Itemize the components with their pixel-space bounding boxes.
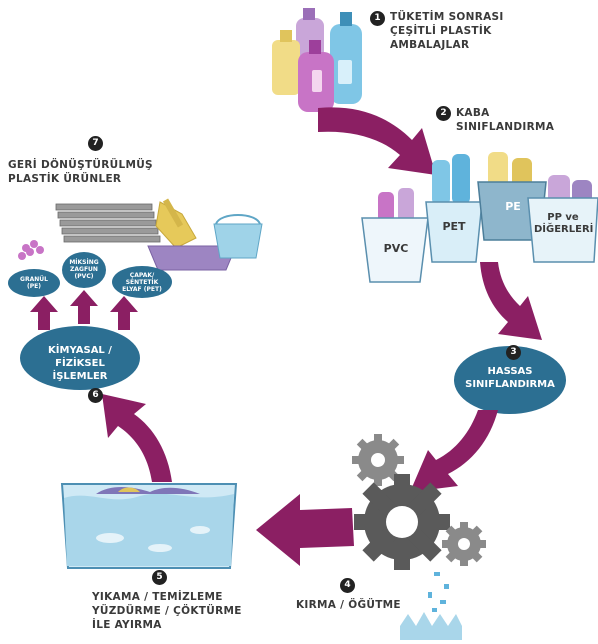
output-arrows <box>30 290 138 330</box>
step-7-number: 7 <box>88 136 103 151</box>
bin-label-pvc: PVC <box>383 242 409 255</box>
flake-fiber-badge <box>112 266 172 298</box>
arrow-4-to-5 <box>256 494 354 566</box>
step-1-number: 1 <box>370 11 385 26</box>
step-1-label: TÜKETİM SONRASI ÇEŞİTLİ PLASTİK AMBALAJL… <box>390 11 504 51</box>
sorting-bins <box>361 152 598 283</box>
step-4-label: KIRMA / ÖĞÜTME <box>296 599 401 611</box>
step-3-number: 3 <box>506 345 521 360</box>
step-2-label: KABA SINIFLANDIRMA <box>456 107 555 133</box>
arrow-2-to-3 <box>480 262 542 340</box>
step-2-number: 2 <box>436 106 451 121</box>
step-7-label: GERİ DÖNÜŞTÜRÜLMÜŞ PLASTİK ÜRÜNLER <box>8 159 153 185</box>
step-3-label: HASSAS SINIFLANDIRMA <box>465 366 555 390</box>
step-6-number: 6 <box>88 388 103 403</box>
wash-basin <box>60 483 238 569</box>
arrow-1-to-2 <box>318 107 436 175</box>
gears-illustration <box>352 434 486 640</box>
arrow-3-to-4 <box>410 410 498 492</box>
step-6-label: KİMYASAL / FİZİKSEL İŞLEMLER <box>48 345 112 382</box>
step-5-number: 5 <box>152 570 167 585</box>
step-5-label: YIKAMA / TEMİZLEME YÜZDÜRME / ÇÖKTÜRME İ… <box>92 591 242 631</box>
mixing-badge <box>62 252 106 288</box>
fine-sorting-oval <box>454 346 566 414</box>
output-label-granule: GRANÜL (PE) <box>20 276 48 290</box>
output-label-mixing: MİKSİNG ZAGFUN (PVC) <box>69 259 99 280</box>
step-4-number: 4 <box>340 578 355 593</box>
arrow-5-to-6 <box>102 394 172 482</box>
bin-label-pe: PE <box>505 200 521 213</box>
plastic-bottles-illustration <box>272 8 362 112</box>
granule-badge <box>8 269 60 297</box>
bin-label-pet: PET <box>442 220 466 233</box>
chemical-process-oval <box>20 326 140 390</box>
output-label-flake-fiber: ÇAPAK/ SENTETİK ELYAF (PET) <box>122 272 162 293</box>
bin-label-pp-other: PP ve DİĞERLERİ <box>534 212 594 235</box>
recycled-products-illustration <box>18 198 263 271</box>
